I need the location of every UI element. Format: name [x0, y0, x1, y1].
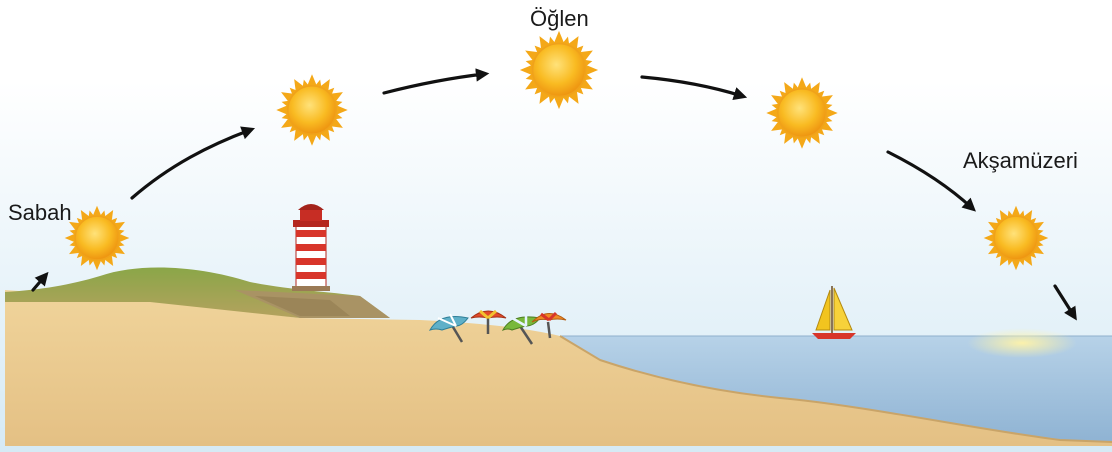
label-morning: Sabah [8, 200, 72, 226]
label-noon: Öğlen [530, 6, 589, 32]
label-evening: Akşamüzeri [963, 148, 1078, 174]
setting-sun-glow [967, 328, 1077, 358]
